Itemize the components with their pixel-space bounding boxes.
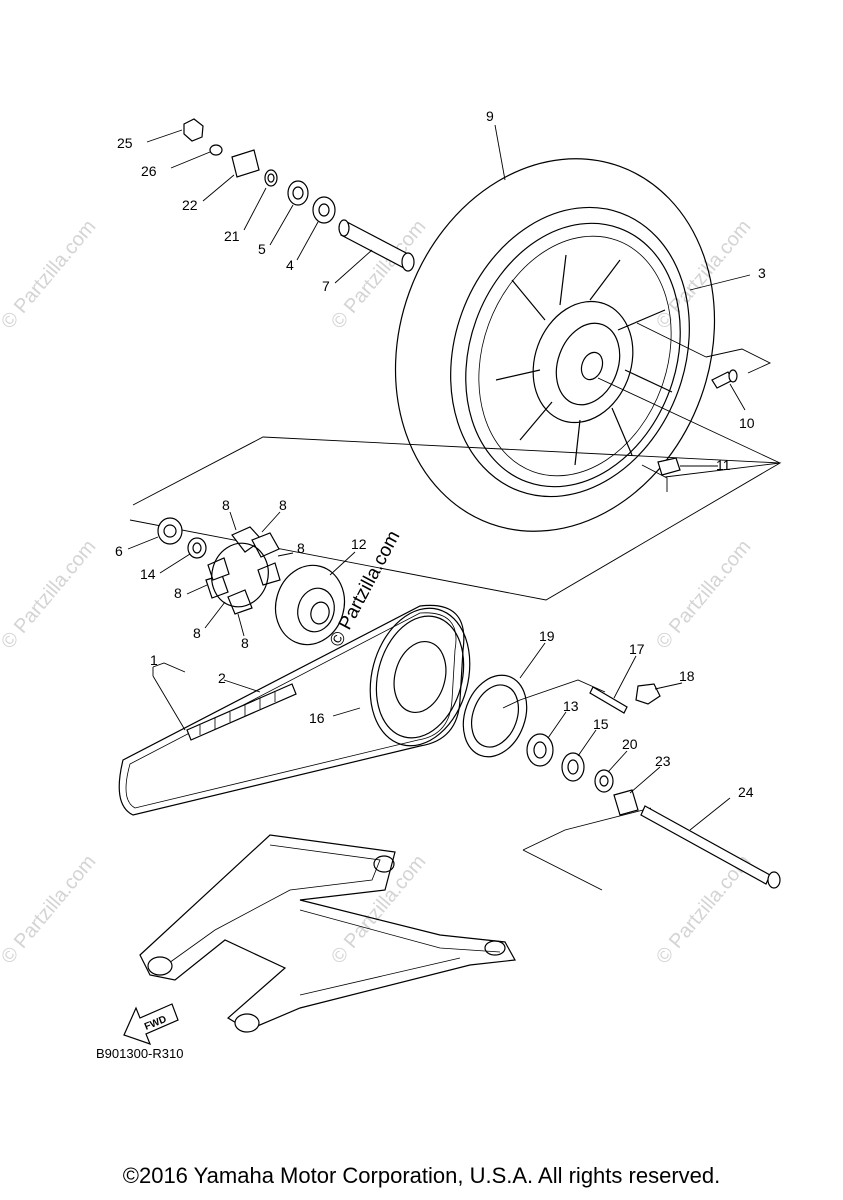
rear-wheel-rim — [495, 254, 673, 466]
watermark: © Partzilla.com — [0, 536, 100, 653]
callout-12: 12 — [351, 536, 367, 552]
right-side-hardware — [462, 674, 781, 889]
callout-8c: 8 — [297, 540, 305, 556]
copyright-notice: ©2016 Yamaha Motor Corporation, U.S.A. A… — [122, 1163, 721, 1188]
callout-2: 2 — [218, 670, 226, 686]
callout-4: 4 — [286, 257, 294, 273]
callout-8b: 8 — [279, 497, 287, 513]
callout-22: 22 — [182, 197, 198, 213]
callout-leaders — [127, 124, 751, 831]
callout-5: 5 — [258, 241, 266, 257]
callout-18: 18 — [679, 668, 695, 684]
callout-26: 26 — [141, 163, 157, 179]
callout-23: 23 — [655, 753, 671, 769]
reference-frames — [129, 322, 782, 891]
callout-1: 1 — [150, 652, 158, 668]
chain-joint — [186, 683, 297, 741]
callout-8d: 8 — [174, 585, 182, 601]
watermark: © Partzilla.com — [0, 216, 100, 333]
drive-chain — [118, 604, 465, 816]
callout-9: 9 — [486, 108, 494, 124]
callout-25: 25 — [117, 135, 133, 151]
callout-8f: 8 — [241, 635, 249, 651]
callout-14: 14 — [140, 566, 156, 582]
callout-17: 17 — [629, 641, 645, 657]
callout-labels: 1 2 3 4 5 6 7 8 8 8 8 8 8 9 10 11 12 13 … — [115, 108, 766, 800]
watermark-layer: © Partzilla.com © Partzilla.com © Partzi… — [0, 216, 755, 968]
callout-7: 7 — [322, 278, 330, 294]
callout-8e: 8 — [193, 625, 201, 641]
callout-3: 3 — [758, 265, 766, 281]
callout-13: 13 — [563, 698, 579, 714]
callout-16: 16 — [309, 710, 325, 726]
diagram-code: B901300-R310 — [96, 1046, 184, 1061]
callout-15: 15 — [593, 716, 609, 732]
watermark: © Partzilla.com — [652, 536, 755, 653]
hub-damper-assembly — [157, 517, 346, 646]
callout-21: 21 — [224, 228, 240, 244]
fwd-arrow: FWD — [123, 1003, 179, 1045]
callout-6: 6 — [115, 543, 123, 559]
rear-tire — [394, 158, 716, 532]
callout-19: 19 — [539, 628, 555, 644]
swingarm — [139, 834, 516, 1033]
callout-10: 10 — [739, 415, 755, 431]
callout-11: 11 — [716, 457, 731, 473]
watermark: © Partzilla.com — [0, 851, 100, 968]
callout-20: 20 — [622, 736, 638, 752]
rear-sprocket — [369, 607, 471, 747]
watermark: © Partzilla.com — [327, 851, 430, 968]
callout-24: 24 — [738, 784, 754, 800]
wheel-axle-hardware — [183, 118, 415, 272]
valve-and-weight — [657, 369, 738, 476]
callout-8a: 8 — [222, 497, 230, 513]
